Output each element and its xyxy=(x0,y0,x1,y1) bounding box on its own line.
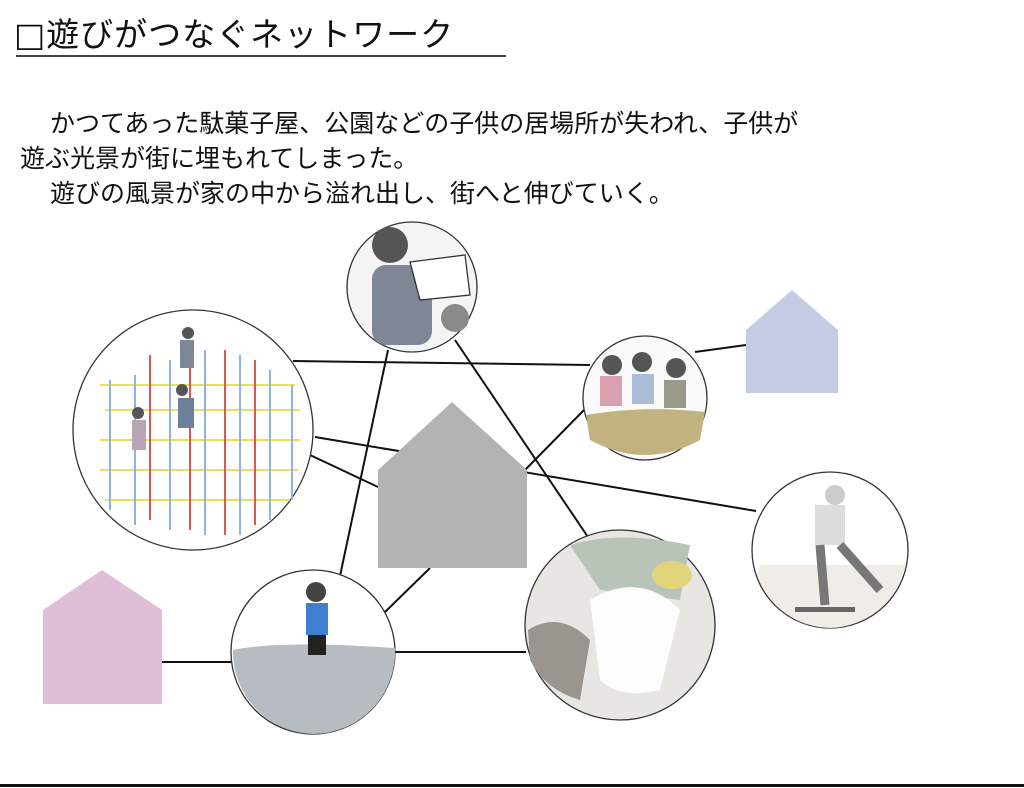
connection-line xyxy=(292,360,591,366)
paragraph-line-1: かつてあった駄菓子屋、公園などの子供の居場所が失われ、子供が xyxy=(50,109,799,138)
title-underline xyxy=(16,55,506,57)
paragraph-line-2: 遊ぶ光景が街に埋もれてしまった。 xyxy=(20,144,419,173)
connection-line xyxy=(309,454,379,488)
connection-line xyxy=(454,339,591,541)
house-blue xyxy=(746,290,838,393)
illustration-reading-book xyxy=(346,221,478,353)
house-center xyxy=(378,402,527,568)
page-title: □遊びがつなぐネットワーク xyxy=(14,15,455,54)
connection-line xyxy=(384,567,431,613)
connections xyxy=(162,339,757,663)
illustration-kids-in-sand xyxy=(582,335,708,461)
connection-line xyxy=(524,407,587,471)
description: かつてあった駄菓子屋、公園などの子供の居場所が失われ、子供が 遊ぶ光景が街に埋も… xyxy=(20,106,798,211)
illustration-jungle-gym xyxy=(72,309,314,551)
illustration-skateboarder xyxy=(751,471,909,629)
illustration-hands-and-cat xyxy=(524,529,716,721)
connection-line xyxy=(339,349,389,577)
bottom-rule xyxy=(0,784,1024,787)
paragraph-line-3: 遊びの風景が家の中から溢れ出し、街へと伸びていく。 xyxy=(50,179,674,208)
illustration-boy-on-rock xyxy=(230,569,396,735)
house-pink xyxy=(43,570,162,704)
connection-line xyxy=(314,436,757,512)
connection-line xyxy=(694,344,747,353)
